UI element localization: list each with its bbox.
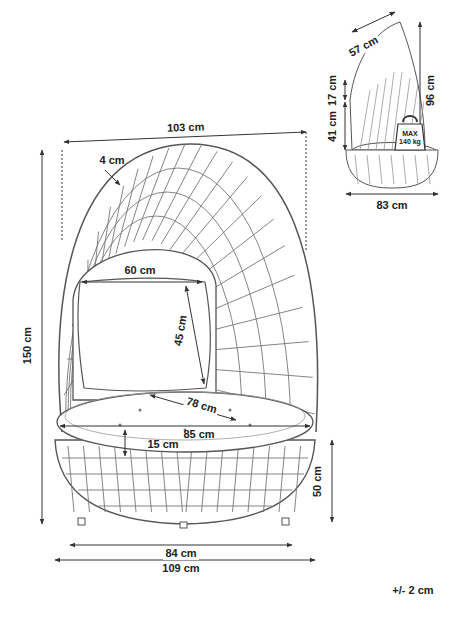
dimension-label: 50 cm bbox=[311, 463, 324, 498]
weave-stroke bbox=[66, 168, 291, 424]
dimension-label: 84 cm bbox=[163, 547, 198, 560]
dimension-label: 150 cm bbox=[22, 324, 35, 365]
weave-stroke bbox=[66, 474, 304, 475]
dimension-label: 15 cm bbox=[145, 438, 180, 451]
weave-stroke bbox=[248, 446, 254, 512]
weave-stroke bbox=[367, 155, 370, 184]
weave-stroke bbox=[217, 446, 223, 512]
weave-stroke bbox=[391, 155, 394, 184]
weave-stroke bbox=[130, 446, 136, 512]
dimension-label: 83 cm bbox=[374, 199, 409, 212]
weave-stroke bbox=[403, 155, 406, 184]
weave-stroke bbox=[376, 78, 386, 150]
weave-stroke bbox=[115, 446, 121, 512]
weave-stroke bbox=[186, 446, 192, 512]
dimension-label: 60 cm bbox=[122, 264, 157, 277]
weave-stroke bbox=[161, 446, 167, 512]
dimension-label: +/- 2 cm bbox=[390, 584, 435, 597]
dimension-label: 103 cm bbox=[165, 120, 207, 134]
weave-stroke bbox=[202, 446, 208, 512]
weave-stroke bbox=[368, 84, 378, 150]
weave-stroke bbox=[177, 446, 183, 512]
weave-stroke bbox=[68, 192, 266, 416]
weave-stroke bbox=[355, 155, 358, 184]
weave-stroke bbox=[98, 506, 272, 507]
dimension-label: 17 cm bbox=[326, 72, 339, 107]
dimension-label: 85 cm bbox=[181, 428, 216, 441]
weave-stroke bbox=[360, 90, 370, 150]
weave-stroke bbox=[264, 446, 270, 512]
weave-stroke bbox=[384, 72, 394, 150]
weave-stroke bbox=[84, 446, 90, 512]
weave-stroke bbox=[427, 155, 430, 184]
max-load-label: MAX 140 kg bbox=[399, 130, 421, 146]
weave-stroke bbox=[99, 446, 105, 512]
dimension-label: 109 cm bbox=[160, 562, 201, 575]
weave-stroke bbox=[71, 216, 242, 408]
weave-stroke bbox=[415, 155, 418, 184]
dimension-label: 41 cm bbox=[326, 108, 339, 143]
weave-stroke bbox=[279, 446, 285, 512]
dimension-label: 4 cm bbox=[97, 154, 126, 167]
dimension-label: 96 cm bbox=[424, 72, 437, 107]
weave-stroke bbox=[78, 490, 292, 491]
weave-stroke bbox=[146, 446, 152, 512]
weave-stroke bbox=[62, 458, 308, 459]
weave-stroke bbox=[68, 446, 74, 512]
weave-stroke bbox=[233, 446, 239, 512]
weave-stroke bbox=[295, 446, 301, 512]
weave-stroke bbox=[379, 155, 382, 184]
